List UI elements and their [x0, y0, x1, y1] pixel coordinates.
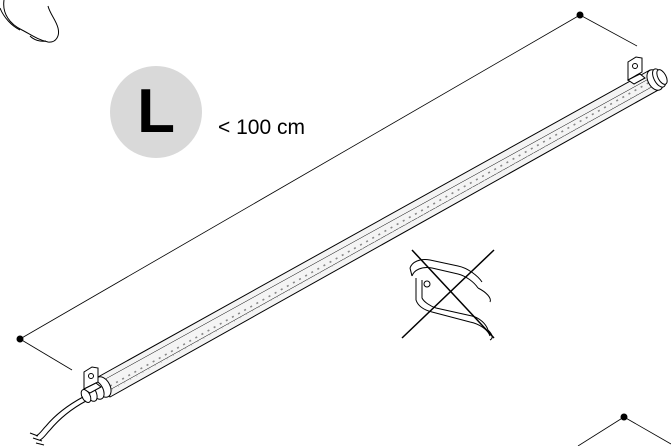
left-mounting-clip: [83, 366, 102, 394]
led-tube-light: [80, 56, 668, 403]
dimension-endpoint-left: [16, 335, 24, 343]
dimension-endpoint-right: [576, 11, 584, 19]
dimension-line: [16, 11, 638, 371]
length-label: < 100 cm: [218, 116, 305, 139]
power-cable: [29, 396, 87, 446]
partial-hand-icon: [0, 0, 59, 43]
no-clamp-crossed-icon: [401, 249, 495, 341]
right-mounting-clip: [627, 56, 646, 85]
size-badge: L: [110, 66, 202, 158]
partial-dimension-line: [577, 413, 671, 446]
size-letter: L: [137, 77, 175, 146]
right-end-cap: [646, 68, 668, 91]
